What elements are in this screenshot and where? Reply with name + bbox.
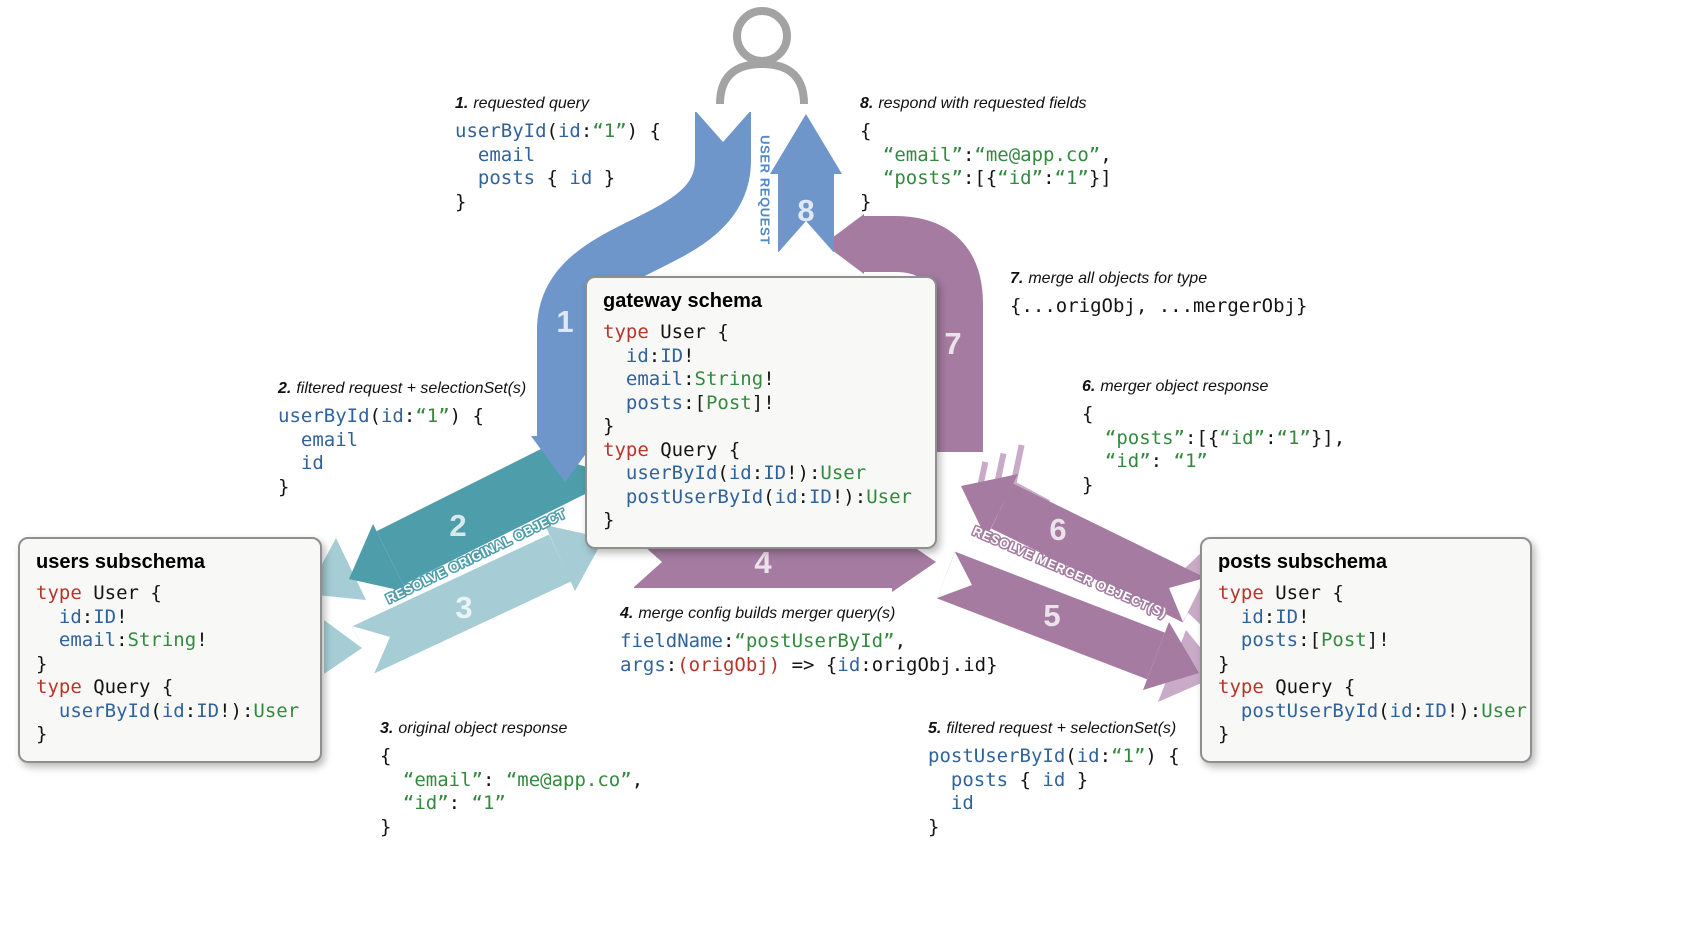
step-4-title: 4.merge config builds merger query(s): [620, 605, 896, 622]
posts-subschema-title: posts subschema: [1218, 551, 1387, 573]
arrow-number-2: 2: [449, 508, 466, 543]
step-5-code: postUserById(id:“1”) { posts { id } id}: [928, 745, 1180, 838]
step-3: 3.original object response { “email”: “m…: [380, 720, 643, 839]
step-8: 8.respond with requested fields { “email…: [860, 95, 1112, 214]
step-2-title: 2.filtered request + selectionSet(s): [278, 380, 527, 397]
chevron-users-out: [324, 620, 362, 674]
step-6-code: { “posts”:[{“id”:“1”}], “id”: “1”}: [1082, 403, 1346, 496]
posts-subschema-box: posts subschema type User { id:ID! posts…: [1200, 537, 1532, 763]
gateway-schema-code: type User { id:ID! email:String! posts:[…: [603, 321, 912, 531]
arrow-8-user-response: [770, 114, 842, 255]
arrow-number-8: 8: [797, 193, 814, 228]
step-5: 5.filtered request + selectionSet(s) pos…: [928, 720, 1180, 839]
arrow-number-6: 6: [1049, 512, 1066, 547]
step-7-code: {...origObj, ...mergerObj}: [1010, 295, 1308, 317]
step-6-title: 6.merger object response: [1082, 378, 1269, 395]
arrow-6-merger-response: [961, 474, 1205, 623]
arrow-number-7: 7: [944, 326, 961, 361]
user-icon: [704, 4, 820, 109]
step-8-title: 8.respond with requested fields: [860, 95, 1087, 112]
arrow-number-3: 3: [455, 590, 472, 625]
step-1-title: 1.requested query: [455, 95, 589, 112]
arrow-number-4: 4: [754, 545, 772, 580]
users-subschema-box: users subschema type User { id:ID! email…: [18, 537, 322, 763]
arrow-number-1: 1: [556, 304, 573, 339]
step-8-code: { “email”:“me@app.co”, “posts”:[{“id”:“1…: [860, 120, 1112, 213]
step-3-code: { “email”: “me@app.co”, “id”: “1”}: [380, 745, 644, 838]
step-2: 2.filtered request + selectionSet(s) use…: [278, 380, 526, 499]
gateway-schema-title: gateway schema: [603, 290, 762, 312]
posts-subschema-code: type User { id:ID! posts:[Post]!}type Qu…: [1218, 582, 1527, 745]
step-1-code: userById(id:“1”) { email posts { id }}: [455, 120, 661, 213]
arrow-7-merge-return: [824, 214, 983, 452]
step-4-code: fieldName:“postUserById”,args:(origObj) …: [620, 630, 998, 676]
users-subschema-code: type User { id:ID! email:String!}type Qu…: [36, 582, 300, 745]
gateway-schema-box: gateway schema type User { id:ID! email:…: [585, 276, 937, 549]
step-2-code: userById(id:“1”) { email id}: [278, 405, 484, 498]
arrow-5-merger-request: [937, 551, 1199, 690]
arrow-number-5: 5: [1043, 598, 1060, 633]
step-3-title: 3.original object response: [380, 720, 568, 737]
step-4: 4.merge config builds merger query(s) fi…: [620, 605, 998, 677]
step-6: 6.merger object response { “posts”:[{“id…: [1082, 378, 1345, 497]
users-subschema-title: users subschema: [36, 551, 205, 573]
step-1: 1.requested query userById(id:“1”) { ema…: [455, 95, 661, 214]
arrow-1-user-request: [531, 108, 753, 482]
user-request-label: USER REQUEST: [758, 135, 773, 245]
step-5-title: 5.filtered request + selectionSet(s): [928, 720, 1177, 737]
step-7-title: 7.merge all objects for type: [1010, 270, 1208, 287]
step-7: 7.merge all objects for type {...origObj…: [1010, 270, 1307, 319]
